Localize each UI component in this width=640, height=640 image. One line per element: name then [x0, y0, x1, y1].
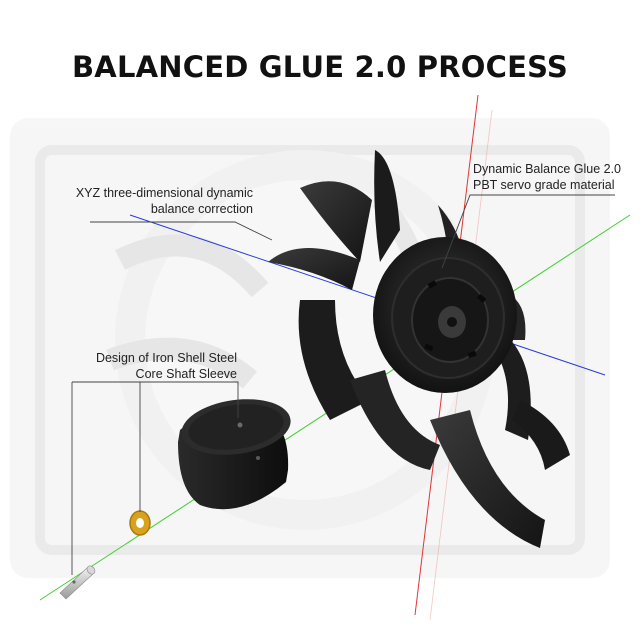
callout-leaders	[71, 194, 615, 575]
xyz-balance-callout: XYZ three-dimensional dynamic balance co…	[76, 185, 253, 217]
page-title: BALANCED GLUE 2.0 PROCESS	[72, 50, 568, 84]
motor-hub-icon	[178, 399, 291, 510]
fan-impeller-icon	[268, 150, 570, 548]
xyz-leader-line	[90, 221, 273, 241]
glue-callout-line1: Dynamic Balance Glue 2.0	[473, 162, 621, 176]
xyz-callout-line2: balance correction	[150, 202, 253, 216]
glue-leader-line	[441, 194, 615, 269]
shaft-leader-line	[72, 381, 239, 418]
shaft-callout-line1: Design of Iron Shell Steel	[95, 351, 237, 365]
steel-shaft-pin-icon	[59, 565, 96, 600]
axis-x-line	[129, 214, 606, 376]
shaft-callout-line2: Core Shaft Sleeve	[135, 367, 237, 381]
glue-callout-line2: PBT servo grade material	[473, 178, 615, 192]
shaft-sleeve-callout: Design of Iron Shell Steel Core Shaft Sl…	[96, 350, 237, 382]
xyz-callout-line1: XYZ three-dimensional dynamic	[75, 186, 253, 200]
glue-material-callout: Dynamic Balance Glue 2.0 PBT servo grade…	[473, 161, 621, 193]
brass-bearing-ring-icon	[129, 510, 151, 536]
